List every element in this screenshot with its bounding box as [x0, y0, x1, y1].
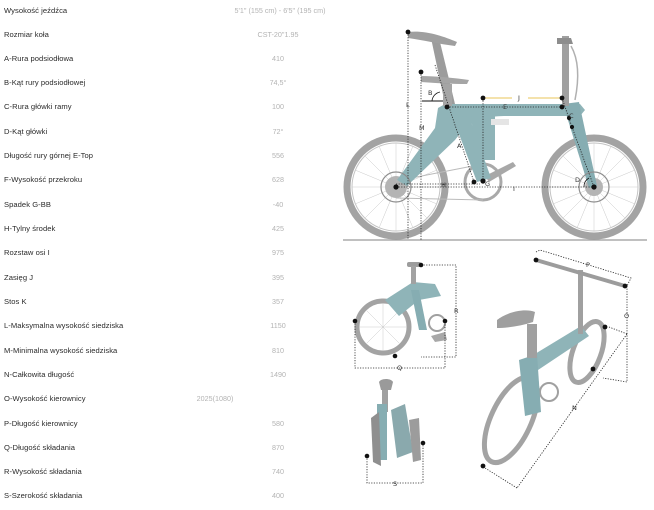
bike-geometry-diagram: L M B J E C A H G I D — [335, 0, 654, 507]
bike-diagrams-svg: L M B J E C A H G I D — [343, 29, 647, 489]
spec-label: Rozmiar koła — [4, 30, 49, 39]
spec-value: 975 — [272, 248, 284, 257]
svg-text:G: G — [485, 180, 490, 188]
spec-row: L-Maksymalna wysokość siedziska 1150 — [0, 320, 335, 340]
spec-row: S-Szerokość składania 400 — [0, 490, 335, 510]
svg-text:M: M — [419, 124, 425, 132]
spec-value: 72° — [272, 127, 284, 136]
spec-row: Stos K 357 — [0, 296, 335, 316]
spec-label: Wysokość jeźdźca — [4, 6, 68, 15]
spec-value: 425 — [272, 224, 284, 233]
label-o: O — [624, 312, 629, 320]
spec-value: 74,5° — [269, 78, 287, 87]
spec-row: Spadek G-BB -40 — [0, 199, 335, 219]
perspective-view — [481, 258, 627, 466]
spec-label: M-Minimalna wysokość siedziska — [4, 346, 118, 355]
label-s: S — [393, 480, 397, 488]
side-view-bike — [343, 31, 647, 241]
spec-row: P-Długość kierownicy 580 — [0, 418, 335, 438]
spec-value: 628 — [272, 175, 284, 184]
spec-label: N-Całkowita długość — [4, 370, 75, 379]
spec-row: C-Rura główki ramy 100 — [0, 101, 335, 121]
folded-front-dimensions — [366, 443, 424, 484]
spec-row: B-Kąt rury podsiodłowej 74,5° — [0, 77, 335, 97]
spec-label: Rozstaw osi I — [4, 248, 50, 257]
spec-value: 5'1" (155 cm) - 6'5" (195 cm) — [234, 6, 326, 15]
spec-label: F-Wysokość przekroku — [4, 175, 83, 184]
spec-row: M-Minimalna wysokość siedziska 810 — [0, 345, 335, 365]
spec-value: 740 — [272, 467, 284, 476]
spec-value: 1490 — [270, 370, 286, 379]
svg-text:I: I — [513, 185, 515, 193]
spec-value: 870 — [272, 443, 284, 452]
spec-label: Długość rury górnej E-Top — [4, 151, 94, 160]
spec-label: Stos K — [4, 297, 27, 306]
spec-row: Rozstaw osi I 975 — [0, 247, 335, 267]
spec-value: -40 — [272, 200, 284, 209]
spec-row: D-Kąt główki 72° — [0, 126, 335, 146]
spec-value: 1150 — [270, 321, 286, 330]
spec-row: Q-Długość składania 870 — [0, 442, 335, 462]
spec-row: Rozmiar koła CST-20"1.95 — [0, 29, 335, 49]
spec-row: Długość rury górnej E-Top 556 — [0, 150, 335, 170]
spec-label: A-Rura podsiodłowa — [4, 54, 74, 63]
spec-value: 810 — [272, 346, 284, 355]
spec-label: Spadek G-BB — [4, 200, 51, 209]
spec-row: N-Całkowita długość 1490 — [0, 369, 335, 389]
spec-row: O-Wysokość kierownicy 2025(1080) — [0, 393, 335, 413]
label-q: Q — [397, 364, 402, 372]
spec-label: Q-Długość składania — [4, 443, 76, 452]
side-view-points — [393, 29, 597, 190]
spec-value: 556 — [272, 151, 284, 160]
spec-row: Zasięg J 395 — [0, 272, 335, 292]
spec-row: A-Rura podsiodłowa 410 — [0, 53, 335, 73]
spec-row: Wysokość jeźdźca 5'1" (155 cm) - 6'5" (19… — [0, 5, 335, 25]
label-r: R — [454, 307, 459, 315]
svg-text:B: B — [428, 89, 432, 97]
svg-text:E: E — [503, 103, 507, 111]
spec-row: F-Wysokość przekroku 628 — [0, 174, 335, 194]
spec-label: R-Wysokość składania — [4, 467, 82, 476]
spec-value: 2025(1080) — [196, 394, 234, 403]
spec-value: 357 — [272, 297, 284, 306]
spec-value: 580 — [272, 419, 284, 428]
spec-value: 395 — [272, 273, 284, 282]
spec-value: 410 — [272, 54, 284, 63]
spec-label: L-Maksymalna wysokość siedziska — [4, 321, 124, 330]
svg-text:L: L — [406, 101, 410, 109]
folded-side-dimensions — [354, 264, 457, 369]
svg-text:D: D — [575, 176, 580, 184]
spec-label: B-Kąt rury podsiodłowej — [4, 78, 86, 87]
svg-text:H: H — [441, 181, 446, 189]
folded-side-view — [354, 262, 447, 356]
spec-row: R-Wysokość składania 740 — [0, 466, 335, 486]
svg-text:C: C — [569, 112, 574, 120]
spec-label: D-Kąt główki — [4, 127, 48, 136]
spec-label: O-Wysokość kierownicy — [4, 394, 86, 403]
perspective-dimensions — [484, 249, 632, 489]
side-view-letter-labels: L M B J E C A H G I D — [406, 89, 580, 193]
spec-label: C-Rura główki ramy — [4, 102, 72, 111]
label-p: P — [586, 261, 590, 269]
spec-label: H-Tylny środek — [4, 224, 56, 233]
folded-front-view — [371, 379, 421, 466]
spec-value: 100 — [272, 102, 284, 111]
svg-text:A: A — [457, 142, 462, 150]
spec-label: Zasięg J — [4, 273, 34, 282]
svg-text:J: J — [517, 94, 520, 102]
spec-value: 400 — [272, 491, 284, 500]
spec-label: S-Szerokość składania — [4, 491, 83, 500]
spec-label: P-Długość kierownicy — [4, 419, 78, 428]
spec-value: CST-20"1.95 — [257, 30, 299, 39]
side-view-dimensions — [396, 32, 595, 240]
spec-row: H-Tylny środek 425 — [0, 223, 335, 243]
label-n: N — [572, 404, 577, 412]
